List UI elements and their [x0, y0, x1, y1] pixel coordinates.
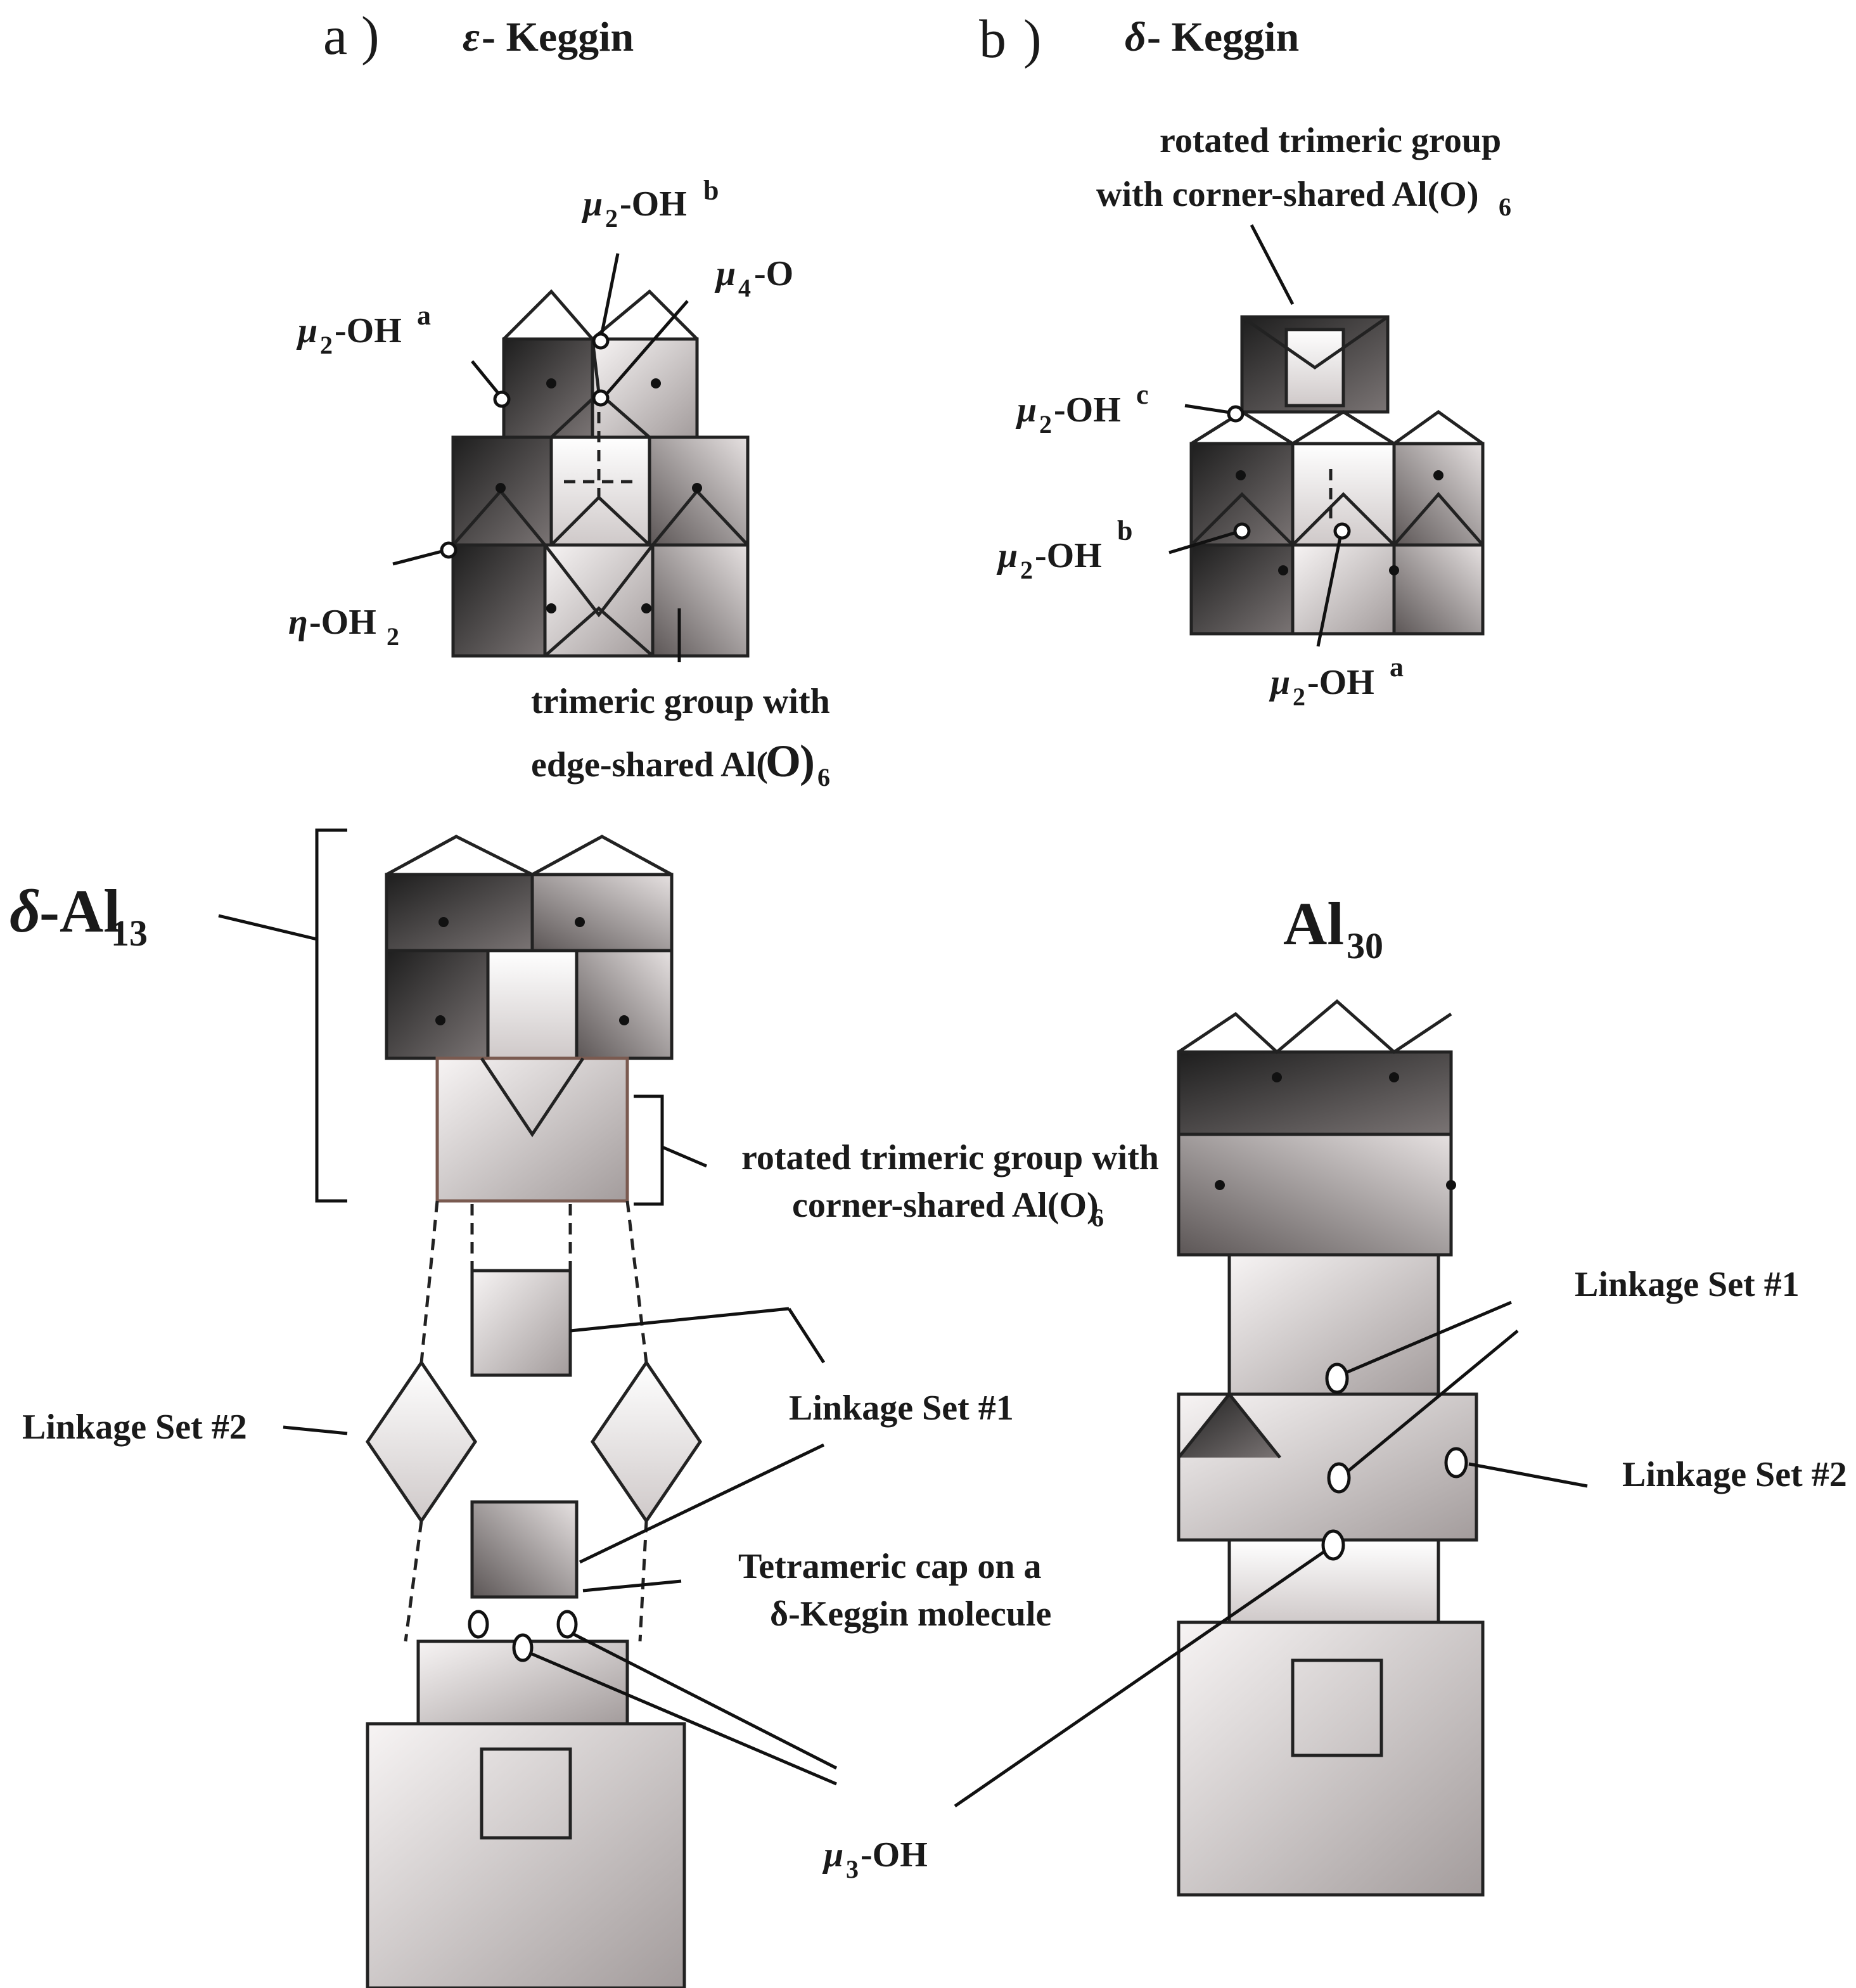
al13-mu3-oh-marker-left	[468, 1610, 489, 1639]
svg-text:-OH: -OH	[1035, 536, 1102, 575]
epsilon-mu2-ohb-marker	[592, 332, 610, 350]
svg-text:13: 13	[111, 913, 148, 954]
label-linkage2-left: Linkage Set #2	[22, 1408, 247, 1447]
label-trimeric-edge: trimeric group with edge-shared Al( O ) …	[531, 682, 830, 792]
al30-linkage1-marker	[1325, 1363, 1349, 1394]
panel-b-letter: b	[979, 8, 1006, 69]
label-tetrameric-cap: Tetrameric cap on a δ-Keggin molecule	[738, 1547, 1051, 1634]
svg-text:2: 2	[1293, 683, 1305, 711]
svg-text:a: a	[1390, 651, 1404, 683]
svg-text:a: a	[417, 300, 431, 331]
svg-text:Tetrameric cap on a: Tetrameric cap on a	[738, 1547, 1042, 1586]
panel-b-prefix: δ	[1125, 14, 1146, 60]
svg-text:O: O	[765, 736, 801, 786]
svg-text:δ-Keggin molecule: δ-Keggin molecule	[770, 1594, 1051, 1634]
svg-text:-Al: -Al	[39, 877, 120, 945]
oxygen-markers	[440, 332, 1468, 1662]
aluminum-center-dots	[435, 378, 1456, 1190]
svg-text:η: η	[288, 603, 308, 642]
panel-a-paren: )	[361, 5, 380, 66]
svg-text:6: 6	[1091, 1203, 1104, 1232]
svg-text:edge-shared Al(: edge-shared Al(	[531, 745, 768, 785]
svg-text:b: b	[1117, 515, 1132, 546]
svg-text:μ: μ	[1269, 663, 1290, 702]
svg-text:2: 2	[1020, 556, 1033, 584]
label-epsilon-eta-oh2: η -OH 2	[288, 603, 399, 651]
label-linkage1-right: Linkage Set #1	[1575, 1265, 1800, 1304]
svg-text:with corner-shared Al(O): with corner-shared Al(O)	[1096, 175, 1478, 214]
label-linkage1-left: Linkage Set #1	[789, 1388, 1014, 1428]
al30-mu3-oh-marker	[1321, 1529, 1345, 1561]
leader-lines	[283, 224, 1588, 1808]
label-epsilon-mu2-ohb: μ 2 -OH b	[581, 175, 719, 233]
rotated-group-bracket	[634, 1094, 707, 1206]
svg-text:2: 2	[1039, 410, 1052, 439]
svg-text:4: 4	[738, 274, 751, 302]
label-epsilon-mu2-oha: μ 2 -OH a	[296, 300, 431, 359]
svg-text:-OH: -OH	[861, 1835, 928, 1875]
panel-a-header: a ) ε - Keggin	[323, 5, 634, 66]
al13-mu3-oh-marker-right	[556, 1610, 578, 1639]
svg-text:b: b	[703, 175, 719, 206]
svg-text:): )	[800, 736, 815, 786]
svg-text:corner-shared Al(O): corner-shared Al(O)	[792, 1186, 1099, 1225]
svg-text:μ: μ	[822, 1835, 843, 1875]
svg-text:2: 2	[605, 204, 618, 233]
al30-linkage2-marker	[1444, 1447, 1468, 1478]
svg-text:-OH: -OH	[1054, 390, 1121, 430]
label-mu3-oh: μ 3 -OH	[822, 1835, 928, 1883]
panel-a-title: - Keggin	[482, 14, 634, 60]
svg-text:-OH: -OH	[1307, 663, 1374, 702]
delta-mu2-ohb-marker	[1233, 522, 1251, 540]
al30-linkage1-marker-2	[1327, 1462, 1351, 1494]
svg-text:3: 3	[846, 1855, 859, 1883]
svg-text:trimeric group with: trimeric group with	[531, 682, 830, 721]
delta-al13-structure	[365, 835, 703, 1988]
delta-mu2-ohc-marker	[1227, 405, 1245, 423]
panel-b-title: - Keggin	[1147, 14, 1299, 60]
svg-text:rotated trimeric group with: rotated trimeric group with	[741, 1138, 1159, 1177]
svg-text:-OH: -OH	[335, 311, 402, 350]
svg-text:μ: μ	[296, 311, 317, 350]
al13-bracket	[218, 828, 347, 1203]
svg-text:δ: δ	[10, 877, 41, 945]
svg-text:30: 30	[1347, 925, 1383, 966]
panel-a-letter: a	[323, 5, 347, 66]
epsilon-eta-oh2-marker	[440, 541, 458, 559]
label-rotated-c: rotated trimeric group with corner-share…	[741, 1138, 1159, 1232]
delta-keggin-structure	[1189, 315, 1485, 636]
svg-text:6: 6	[817, 763, 830, 792]
label-rotated-b: rotated trimeric group with corner-share…	[1096, 121, 1511, 221]
svg-text:μ: μ	[996, 536, 1018, 575]
svg-text:-OH: -OH	[309, 603, 376, 642]
label-delta-mu2-oha: μ 2 -OH a	[1269, 651, 1404, 711]
panel-a-prefix: ε	[463, 14, 480, 60]
al13-mu3-oh-marker-center	[512, 1633, 534, 1662]
epsilon-mu2-oha-marker	[493, 390, 511, 408]
panel-b-header: b ) δ - Keggin	[979, 8, 1299, 69]
svg-text:-OH: -OH	[620, 184, 687, 224]
svg-text:2: 2	[320, 331, 333, 359]
label-linkage2-right: Linkage Set #2	[1622, 1455, 1847, 1494]
svg-text:Al: Al	[1283, 890, 1344, 958]
delta-mu2-oha-marker	[1333, 522, 1351, 540]
svg-text:2: 2	[387, 622, 399, 651]
label-delta-al13: δ -Al 13	[10, 877, 148, 954]
svg-text:6: 6	[1499, 193, 1511, 221]
svg-text:c: c	[1136, 379, 1149, 410]
label-al30: Al 30	[1283, 890, 1383, 966]
label-delta-mu2-ohc: μ 2 -OH c	[1015, 379, 1149, 439]
epsilon-mu4-o-marker	[592, 389, 610, 407]
label-delta-mu2-ohb: μ 2 -OH b	[996, 515, 1132, 584]
svg-text:rotated trimeric group: rotated trimeric group	[1160, 121, 1501, 160]
svg-text:μ: μ	[1015, 390, 1037, 430]
svg-text:μ: μ	[714, 254, 736, 293]
svg-text:μ: μ	[581, 184, 603, 224]
al30-structure	[1177, 999, 1485, 1897]
label-epsilon-mu4-o: μ 4 -O	[714, 254, 793, 302]
panel-b-paren: )	[1023, 8, 1042, 69]
svg-text:-O: -O	[754, 254, 793, 293]
